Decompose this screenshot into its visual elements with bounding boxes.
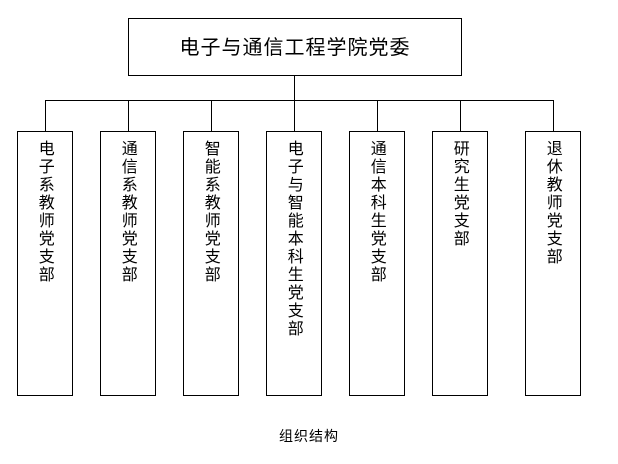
diagram-caption: 组织结构 [279, 429, 339, 445]
branch-line-3 [211, 100, 212, 131]
horizontal-bus-line [45, 100, 553, 101]
child-node-6[interactable]: 研究生党支部 [432, 131, 488, 396]
child-node-1-label: 电子系教师党支部 [35, 140, 55, 284]
child-node-4[interactable]: 电子与智能本科生党支部 [266, 131, 322, 396]
child-node-5-label: 通信本科生党支部 [367, 140, 387, 284]
root-node-label: 电子与通信工程学院党委 [179, 35, 411, 59]
child-node-2-label: 通信系教师党支部 [118, 140, 138, 284]
child-node-7-label: 退休教师党支部 [543, 140, 563, 266]
branch-line-5 [377, 100, 378, 131]
branch-line-4 [294, 100, 295, 131]
branch-line-1 [45, 100, 46, 131]
branch-line-6 [460, 100, 461, 131]
branch-line-7 [553, 100, 554, 131]
child-node-1[interactable]: 电子系教师党支部 [17, 131, 73, 396]
root-stem-line [294, 76, 295, 100]
child-node-4-label: 电子与智能本科生党支部 [284, 140, 304, 338]
child-node-5[interactable]: 通信本科生党支部 [349, 131, 405, 396]
child-node-2[interactable]: 通信系教师党支部 [100, 131, 156, 396]
child-node-3[interactable]: 智能系教师党支部 [183, 131, 239, 396]
child-node-3-label: 智能系教师党支部 [201, 140, 221, 284]
root-node[interactable]: 电子与通信工程学院党委 [128, 18, 462, 76]
child-node-6-label: 研究生党支部 [450, 140, 470, 248]
branch-line-2 [128, 100, 129, 131]
child-node-7[interactable]: 退休教师党支部 [525, 131, 581, 396]
